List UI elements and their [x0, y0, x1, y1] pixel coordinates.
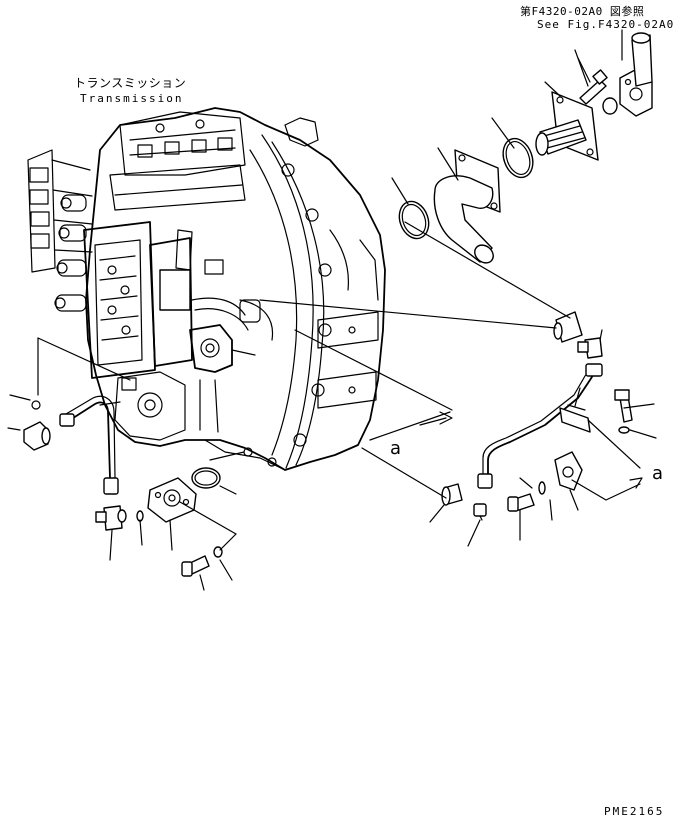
- transmission-label-japanese: トランスミッション: [74, 76, 187, 90]
- lower-left-parts: [23, 395, 223, 577]
- reference-label-english: See Fig.F4320-02A0: [537, 18, 675, 31]
- leader-lines: [7, 29, 657, 591]
- transmission-housing: [27, 107, 386, 471]
- transmission-label-english: Transmission: [80, 92, 184, 105]
- view-arrow-label-left: a: [390, 438, 402, 459]
- drawing-code: PME2165: [604, 805, 665, 818]
- oil-line-assembly: [441, 311, 633, 521]
- elbow-assembly: [398, 32, 653, 264]
- view-arrow-label-right: a: [652, 463, 664, 484]
- reference-label-japanese: 第F4320-02A0 図参照: [520, 5, 645, 18]
